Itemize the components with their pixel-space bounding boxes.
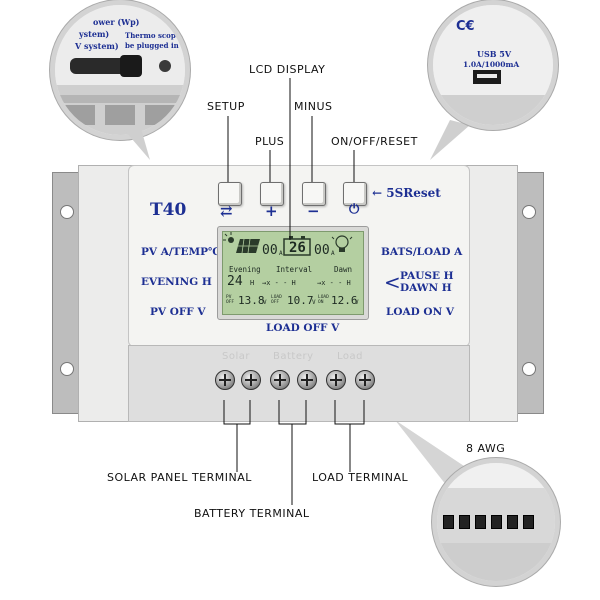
terminal-slot-3 bbox=[475, 515, 486, 529]
terminal-label-load: Load bbox=[337, 351, 363, 362]
callout-on-off-reset: ON/OFF/RESET bbox=[331, 135, 418, 148]
label-bat-load-a: BATS/LOAD A bbox=[381, 246, 463, 258]
model-name: T40 bbox=[150, 200, 187, 220]
terminal-slot-4 bbox=[491, 515, 502, 529]
terminal-label-battery: Battery bbox=[273, 351, 314, 362]
lcd-icon-row bbox=[223, 232, 353, 256]
lcd-evening-val: 24 bbox=[227, 274, 243, 289]
lcd-header-interval: Interval bbox=[276, 265, 313, 274]
lcd-evening-unit: H bbox=[250, 279, 255, 287]
battery-icon bbox=[283, 236, 311, 256]
usb-port-illustration: C€ bbox=[433, 5, 553, 125]
setup-symbol-icon: ⇄ bbox=[220, 202, 233, 220]
battery-neg-screw[interactable] bbox=[270, 370, 290, 390]
callout-plus: PLUS bbox=[255, 135, 285, 148]
callout-solar-terminal: SOLAR PANEL TERMINAL bbox=[107, 471, 252, 484]
bulb-icon bbox=[331, 235, 353, 252]
thermo-text-3: V system) bbox=[75, 41, 119, 51]
lcd-header-dawn: Dawn bbox=[334, 265, 353, 274]
terminal-label-solar: Solar bbox=[222, 351, 250, 362]
solar-neg-screw[interactable] bbox=[215, 370, 235, 390]
mount-hole-bottom-left bbox=[60, 362, 74, 376]
lcd-pv-off-label: PV OFF bbox=[226, 295, 235, 305]
on-off-reset-button[interactable] bbox=[343, 182, 367, 206]
mount-hole-top-left bbox=[60, 205, 74, 219]
lcd-pv-current: 00 bbox=[262, 243, 278, 258]
lcd-load-off-unit: V bbox=[312, 299, 316, 306]
usb-rating: 1.0A/1000mA bbox=[463, 60, 520, 69]
lcd-load-off-val: 10.7 bbox=[287, 294, 314, 307]
callout-load-terminal: LOAD TERMINAL bbox=[312, 471, 409, 484]
terminal-slot-6 bbox=[523, 515, 534, 529]
mount-hole-top-right bbox=[522, 205, 536, 219]
minus-button[interactable] bbox=[302, 182, 326, 206]
terminal-slot-5 bbox=[507, 515, 518, 529]
thermo-port-illustration bbox=[55, 5, 185, 135]
lcd-pv-off-val: 13.8 bbox=[238, 294, 265, 307]
label-pause-h: PAUSE H bbox=[400, 270, 454, 282]
thermo-text-1: ower (Wp) bbox=[93, 17, 140, 27]
callout-setup: SETUP bbox=[207, 100, 245, 113]
terminal-zoom bbox=[432, 458, 560, 586]
callout-awg: 8 AWG bbox=[466, 442, 506, 455]
lcd-interval-arrow: →x - - H bbox=[262, 279, 296, 287]
label-load-on-v: LOAD ON V bbox=[386, 306, 454, 318]
label-pv-off-v: PV OFF V bbox=[150, 306, 206, 318]
plus-button[interactable] bbox=[260, 182, 284, 206]
callout-lcd-display: LCD DISPLAY bbox=[249, 63, 326, 76]
svg-text:C€: C€ bbox=[456, 19, 475, 34]
top-right-connector bbox=[430, 120, 470, 160]
lcd-header-evening: Evening bbox=[229, 265, 261, 274]
label-pv-a-temp: PV A/TEMP℃ bbox=[141, 246, 221, 258]
thermo-port-zoom: ower (Wp) ystem) V system) Thermo scope … bbox=[50, 0, 190, 140]
lcd-load-on-unit: V bbox=[355, 299, 359, 306]
lcd-load-on-label: LOAD ON bbox=[318, 295, 329, 305]
usb-label: USB 5V bbox=[477, 49, 512, 59]
label-dawn-h: DAWN H bbox=[400, 282, 452, 294]
load-pos-screw[interactable] bbox=[355, 370, 375, 390]
load-neg-screw[interactable] bbox=[326, 370, 346, 390]
battery-pos-screw[interactable] bbox=[297, 370, 317, 390]
callout-minus: MINUS bbox=[294, 100, 333, 113]
lcd-pv-off-unit: V bbox=[263, 299, 267, 306]
label-evening-h: EVENING H bbox=[141, 276, 212, 288]
sun-icon bbox=[223, 232, 234, 243]
lcd-load-off-label: LOAD OFF bbox=[271, 295, 282, 305]
minus-symbol-icon: − bbox=[307, 202, 320, 220]
solar-panel-icon bbox=[236, 238, 260, 254]
lcd-pv-unit: A bbox=[279, 250, 283, 257]
solar-pos-screw[interactable] bbox=[241, 370, 261, 390]
callout-battery-terminal: BATTERY TERMINAL bbox=[194, 507, 310, 520]
reset-hint: ← 5SReset bbox=[372, 186, 441, 200]
lcd-load-on-val: 12.6 bbox=[331, 294, 358, 307]
thermo-text-4: Thermo scope bbox=[125, 31, 181, 40]
terminal-slot-2 bbox=[459, 515, 470, 529]
label-load-off-v: LOAD OFF V bbox=[266, 322, 340, 334]
terminal-slot-1 bbox=[443, 515, 454, 529]
mount-hole-bottom-right bbox=[522, 362, 536, 376]
power-symbol-icon: ⏻ bbox=[349, 202, 360, 217]
lcd-load-current: 00 bbox=[314, 243, 330, 258]
lcd-load-unit: A bbox=[331, 250, 335, 257]
pause-dawn-bracket-icon: < bbox=[384, 270, 401, 294]
plus-symbol-icon: + bbox=[265, 202, 278, 220]
thermo-text-2: ystem) bbox=[79, 29, 110, 39]
setup-button[interactable] bbox=[218, 182, 242, 206]
thermo-text-5: be plugged in bbox=[125, 41, 179, 50]
usb-port-zoom: C€ USB 5V 1.0A/1000mA bbox=[428, 0, 558, 130]
lcd-dawn-arrow: →x - - H bbox=[317, 279, 351, 287]
lcd-battery-pct: 26 bbox=[289, 240, 306, 256]
